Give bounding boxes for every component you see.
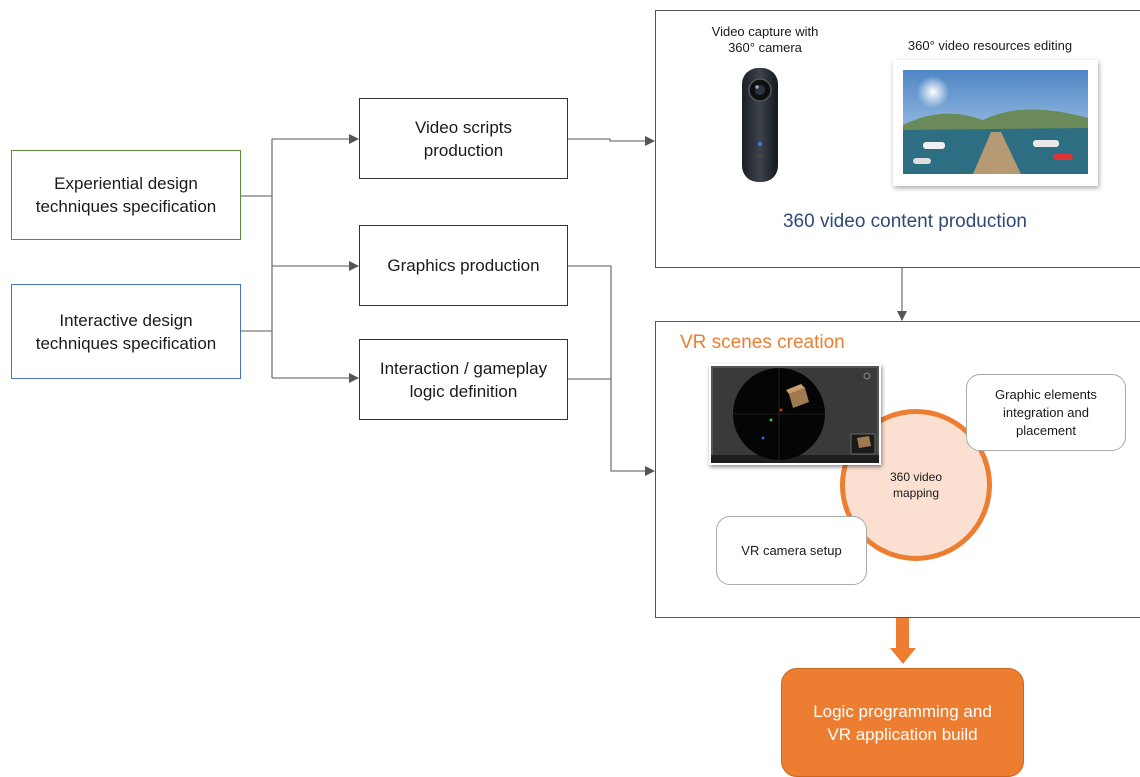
vr-camera-setup-box: VR camera setup bbox=[716, 516, 867, 585]
logic-programming-label: Logic programming and VR application bui… bbox=[813, 701, 992, 744]
editor-screenshot-frame bbox=[709, 364, 881, 465]
interactive-design-box: Interactive design techniques specificat… bbox=[11, 284, 241, 379]
editor-screenshot bbox=[711, 366, 879, 463]
interaction-logic-label: Interaction / gameplay logic definition bbox=[379, 358, 548, 401]
arrow-to-video-panel bbox=[568, 136, 655, 146]
video-capture-label: Video capture with 360° camera bbox=[711, 24, 819, 55]
graphic-elements-box: Graphic elements integration and placeme… bbox=[966, 374, 1126, 451]
experiential-design-label: Experiential design techniques specifica… bbox=[35, 174, 217, 216]
video-editing-label: 360° video resources editing bbox=[907, 38, 1073, 53]
output-arrow bbox=[890, 618, 916, 664]
vr-scenes-title: VR scenes creation bbox=[680, 332, 845, 353]
video-production-title: 360 video content production bbox=[782, 211, 1027, 232]
graphic-elements-label: Graphic elements integration and placeme… bbox=[995, 386, 1097, 438]
panorama-image bbox=[903, 70, 1088, 174]
mapping-label: 360 video mapping bbox=[889, 470, 943, 500]
arrow-graphics-to-vr bbox=[568, 265, 655, 476]
graphics-production-label: Graphics production bbox=[387, 256, 540, 275]
panorama-frame bbox=[893, 60, 1098, 186]
video-scripts-box: Video scripts production bbox=[359, 98, 568, 179]
interaction-logic-box: Interaction / gameplay logic definition bbox=[359, 339, 568, 420]
interactive-design-label: Interactive design techniques specificat… bbox=[35, 310, 217, 353]
vr-camera-setup-label: VR camera setup bbox=[741, 542, 842, 558]
video-scripts-label: Video scripts production bbox=[414, 117, 512, 160]
experiential-design-box: Experiential design techniques specifica… bbox=[11, 150, 241, 240]
360-camera-icon bbox=[742, 68, 778, 182]
logic-programming-box: Logic programming and VR application bui… bbox=[781, 668, 1024, 777]
graphics-production-box: Graphics production bbox=[359, 225, 568, 306]
